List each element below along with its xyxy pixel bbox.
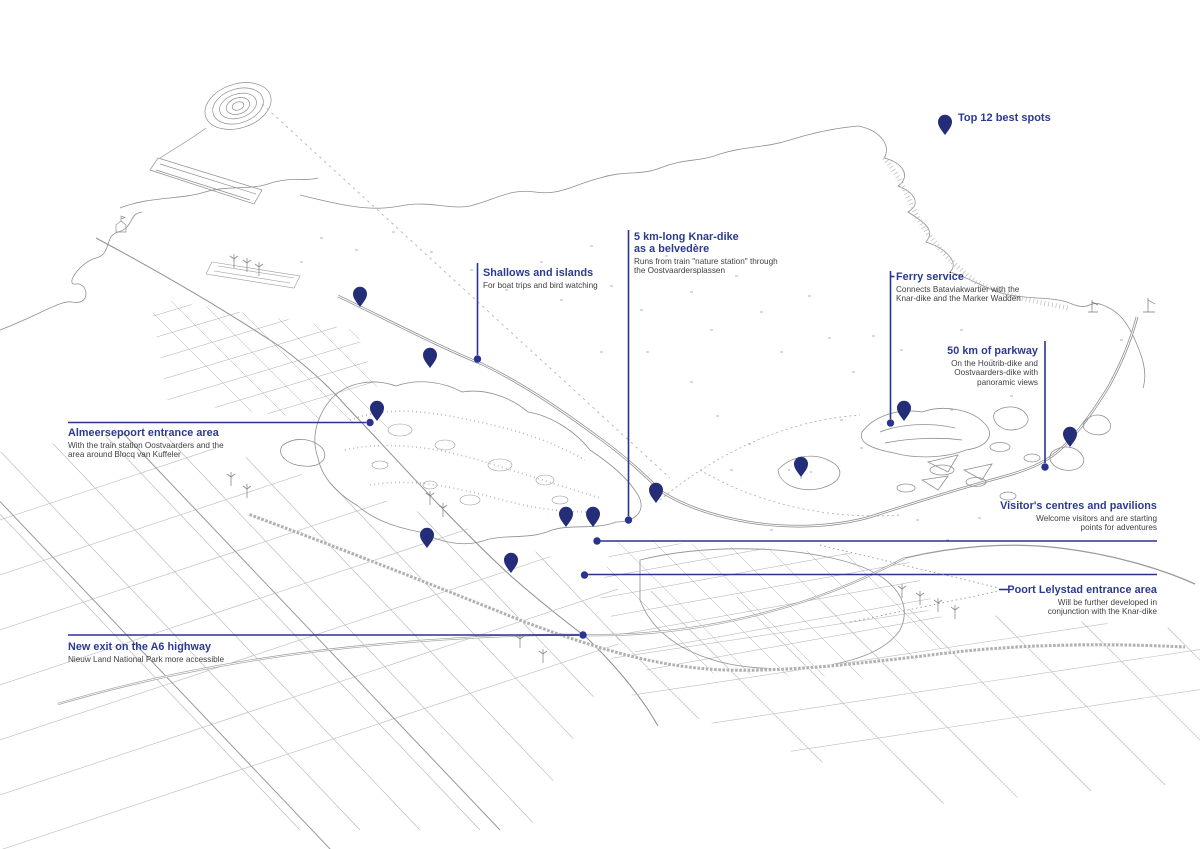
railway xyxy=(247,512,1186,672)
marker-wadden-islands xyxy=(777,406,1111,501)
annotation-heading: New exit on the A6 highway xyxy=(68,641,212,653)
lelystad-grid xyxy=(600,540,956,678)
annotation-body-line: Runs from train "nature station" through xyxy=(634,256,778,266)
annotation-poort-lelystad: Poort Lelystad entrance area Will be fur… xyxy=(1007,584,1157,617)
map-pin-icon xyxy=(649,482,663,503)
annotation-body-line: With the train station Oostvaarders and … xyxy=(68,440,224,450)
map-pin-icon xyxy=(353,286,367,307)
map-pin-icon xyxy=(423,347,437,368)
annotation-new-exit: New exit on the A6 highway Nieuw Land Na… xyxy=(68,641,224,664)
annotation-heading: 50 km of parkway xyxy=(947,345,1038,357)
annotation-almeersepoort: Almeersepoort entrance area With the tra… xyxy=(68,427,224,460)
annotation-heading: Ferry service xyxy=(896,271,964,283)
shipping-route-dotted xyxy=(261,103,671,479)
annotation-body-line: Will be further developed in xyxy=(1057,597,1157,607)
legend-top12: Top 12 best spots xyxy=(958,112,1051,124)
annotation-body-line: the Oostvaardersplassen xyxy=(634,266,726,276)
coastlines xyxy=(0,125,1146,727)
map-pin-icon xyxy=(559,506,573,527)
annotation-body-line: conjunction with the Knar-dike xyxy=(1047,607,1157,617)
annotation-leaders xyxy=(68,230,1157,639)
oostvaardersplassen xyxy=(280,381,642,545)
annotation-body-line: Nieuw Land National Park more accessible xyxy=(68,654,225,664)
annotation-parkway: 50 km of parkway On the Houtrib-dike and… xyxy=(947,345,1038,388)
annotation-body-line: Oostvaarders-dike with xyxy=(954,368,1038,378)
annotation-knar-dike: 5 km-long Knar-dike as a belvedère Runs … xyxy=(634,231,778,276)
annotation-heading: Visitor's centres and pavilions xyxy=(1000,500,1157,512)
map-pin-icon xyxy=(938,114,952,135)
map-pin-icon xyxy=(794,456,808,477)
annotation-heading: Almeersepoort entrance area xyxy=(68,427,219,439)
map-pin-icon xyxy=(897,400,911,421)
lelystad-ringroad xyxy=(639,548,905,670)
shore-hatching xyxy=(882,156,1069,311)
spiral-structure xyxy=(115,82,1156,313)
dikes xyxy=(337,294,1139,528)
polder-grid-right xyxy=(610,588,1200,804)
map-pin-icon xyxy=(586,506,600,527)
annotation-body-line: points for adventures xyxy=(1080,523,1157,533)
water-marks xyxy=(300,231,1123,541)
map-pin-icon xyxy=(370,400,384,421)
annotation-body-line: Welcome visitors and are starting xyxy=(1036,513,1157,523)
annotation-heading: 5 km-long Knar-dike xyxy=(634,231,739,243)
annotation-heading: as a belvedère xyxy=(634,243,710,255)
annotation-visitors: Visitor's centres and pavilions Welcome … xyxy=(1000,500,1157,533)
annotation-body-line: For boat trips and bird watching xyxy=(483,280,598,290)
annotation-body-line: On the Houtrib-dike and xyxy=(951,358,1038,368)
annotation-body-line: Knar-dike and the Marker Wadden xyxy=(896,294,1021,304)
almere-grid xyxy=(150,298,392,428)
map-pins xyxy=(353,114,1077,573)
map-pin-icon xyxy=(504,552,518,573)
wind-turbines xyxy=(226,253,960,664)
ferry-routes-dotted xyxy=(659,414,901,517)
annotation-body-line: area around Blocq van Kuffeler xyxy=(68,450,181,460)
annotation-shallows: Shallows and islands For boat trips and … xyxy=(483,267,598,290)
map-pin-icon xyxy=(420,527,434,548)
annotation-heading: Shallows and islands xyxy=(483,267,594,279)
hatched-field xyxy=(205,261,301,289)
map-pin-icon xyxy=(1063,426,1077,447)
annotation-body-line: Connects Bataviakwartier with the xyxy=(896,284,1020,294)
annotation-ferry: Ferry service Connects Bataviakwartier w… xyxy=(896,271,1021,304)
poort-dotted-arms xyxy=(819,544,998,623)
annotation-body-line: panoramic views xyxy=(977,378,1038,388)
legend-label: Top 12 best spots xyxy=(958,112,1051,124)
annotation-heading: Poort Lelystad entrance area xyxy=(1007,584,1157,596)
